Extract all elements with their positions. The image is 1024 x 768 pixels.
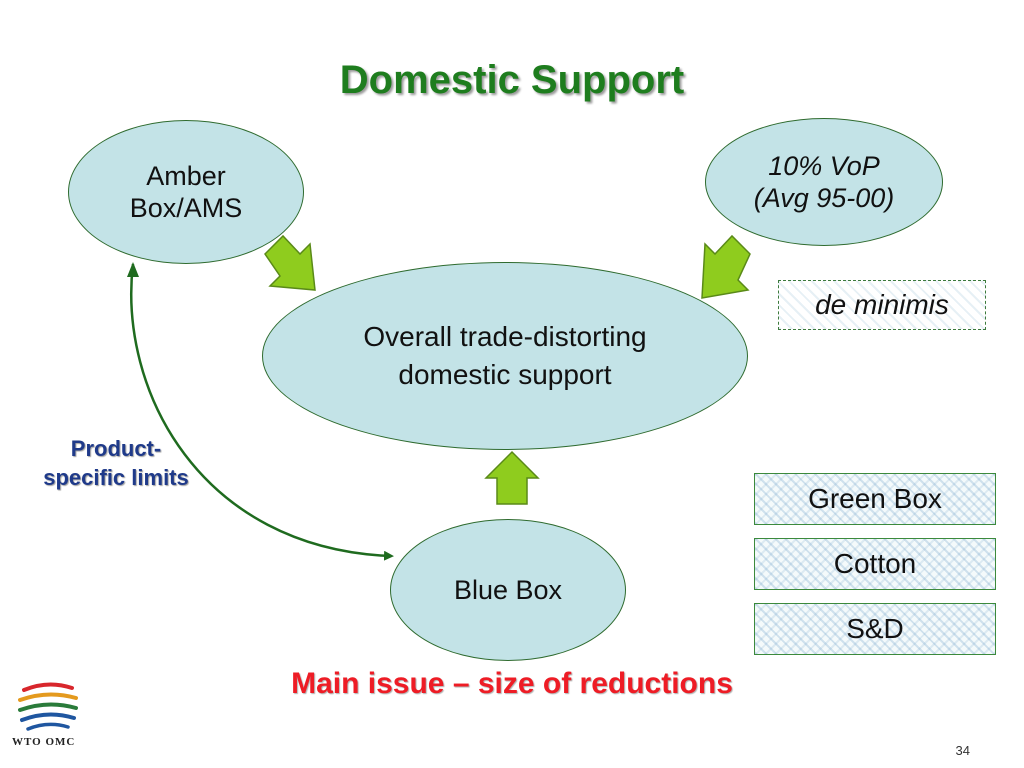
green-box: Green Box — [754, 473, 996, 525]
arrow-amber-to-overall — [264, 234, 316, 291]
vop-node: 10% VoP(Avg 95-00) — [705, 118, 943, 246]
page-number: 34 — [955, 743, 970, 758]
overall-line1: Overall trade-distorting — [363, 321, 647, 352]
amber-line2: Box/AMS — [129, 193, 243, 223]
amber-line1: Amber — [146, 161, 226, 191]
sd-box: S&D — [754, 603, 996, 655]
product-line1: Product- — [70, 436, 162, 461]
green-box-label: Green Box — [808, 483, 942, 514]
blue-box-label: Blue Box — [453, 574, 563, 605]
main-issue-text: Main issue – size of reductions — [291, 667, 733, 700]
blue-box-node: Blue Box — [390, 519, 626, 661]
overall-support-node: Overall trade-distorting domestic support — [262, 262, 748, 450]
de-minimis-label: de minimis — [815, 289, 949, 320]
wto-logo-text: WTO OMC — [12, 736, 76, 748]
overall-line2: domestic support — [398, 359, 612, 390]
sd-box-label: S&D — [846, 613, 904, 644]
cotton-box-label: Cotton — [833, 548, 917, 579]
product-line2: specific limits — [43, 465, 189, 490]
arrow-blue-to-overall — [484, 450, 540, 505]
vop-line2: (Avg 95-00) — [753, 183, 895, 213]
slide-title: Domestic Support — [339, 58, 685, 102]
product-limits-curve — [130, 263, 394, 561]
product-specific-limits-label: Product-specific limits — [20, 434, 212, 492]
de-minimis-box: de minimis — [778, 280, 986, 330]
vop-line1: 10% VoP — [768, 151, 880, 181]
curve-arrowhead-top — [127, 262, 139, 277]
cotton-box: Cotton — [754, 538, 996, 590]
arrow-vop-to-overall — [701, 234, 751, 299]
wto-logo-icon — [18, 682, 78, 731]
